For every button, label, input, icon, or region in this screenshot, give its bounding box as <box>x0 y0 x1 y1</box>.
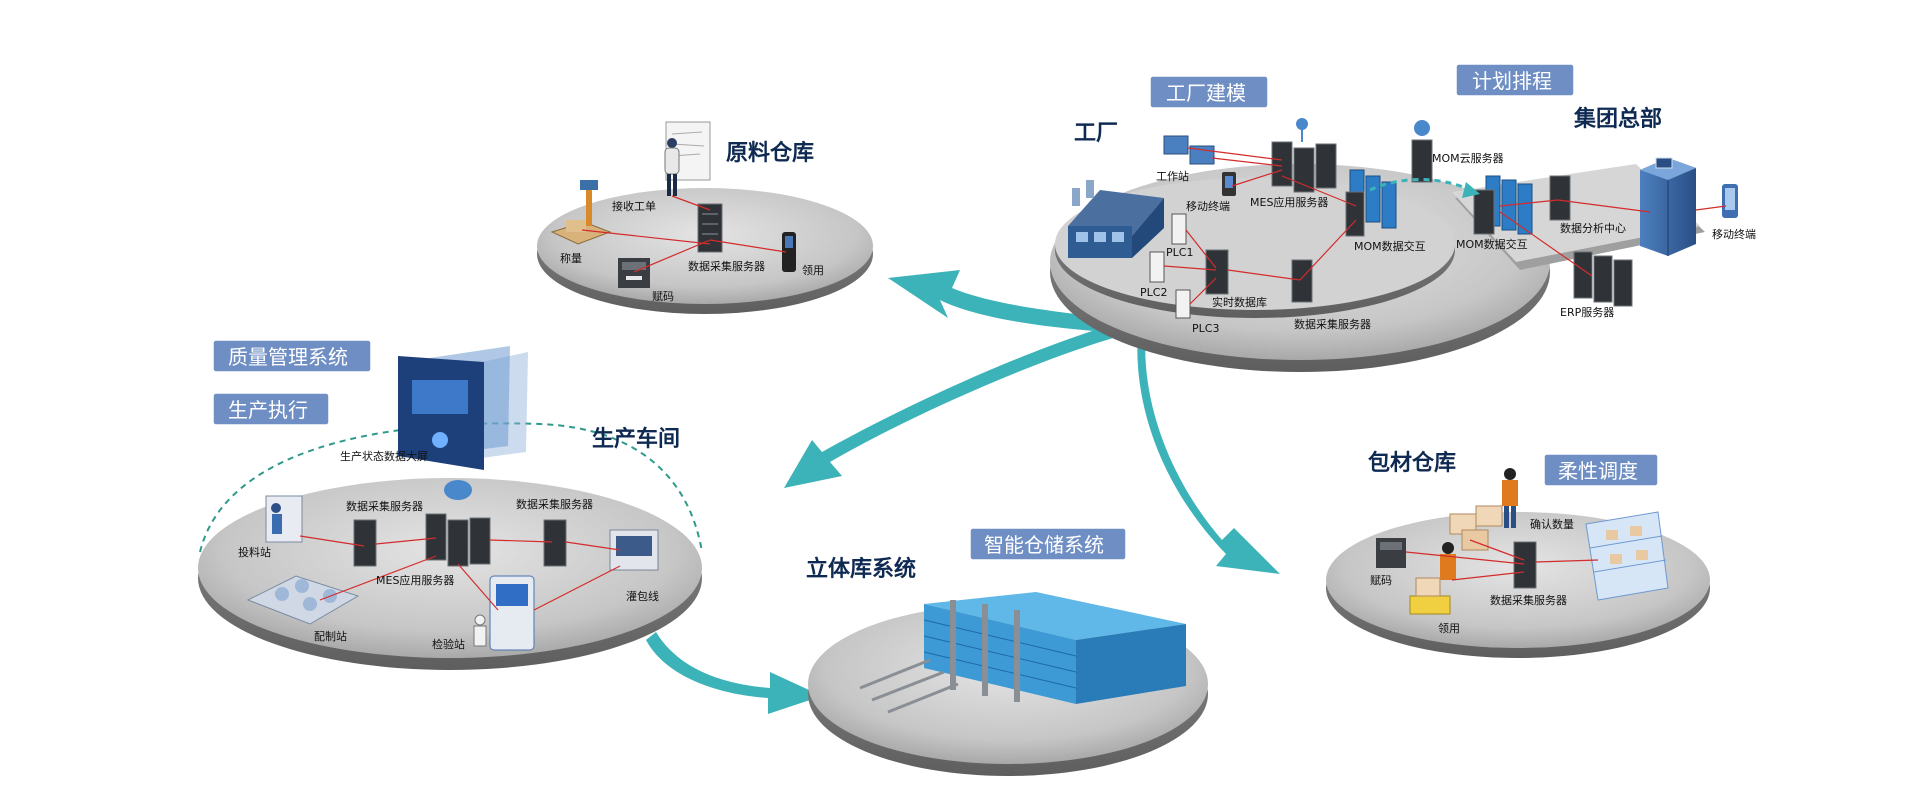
mobile-terminal-icon <box>1222 172 1236 196</box>
svg-text:工厂建模: 工厂建模 <box>1166 81 1246 105</box>
tag-planning: 计划排程 <box>1455 63 1575 97</box>
title-workshop: 生产车间 <box>592 426 680 452</box>
label-analytics: 数据分析中心 <box>1560 221 1626 235</box>
handheld-terminal-icon <box>782 232 796 272</box>
svg-text:智能仓储系统: 智能仓储系统 <box>984 533 1104 557</box>
packaging-warehouse-platform: 确认数量 赋码 数据采集服务器 领用 <box>1326 468 1710 658</box>
erp-server-icon <box>1573 251 1633 307</box>
pack-printer-icon <box>1376 538 1406 568</box>
svg-text:质量管理系统: 质量管理系统 <box>228 345 348 369</box>
hq-building-icon <box>1640 157 1696 256</box>
label-hq-mobile: 移动终端 <box>1712 227 1756 241</box>
label-dispensing: 配制站 <box>314 629 347 643</box>
analytics-server-icon <box>1549 175 1571 221</box>
arrow-to-raw-warehouse <box>888 270 1140 334</box>
title-group-hq: 集团总部 <box>1573 106 1662 132</box>
label-hq-mom-exchange: MOM数据交互 <box>1456 237 1528 251</box>
worker-icon <box>664 138 680 196</box>
title-raw-warehouse: 原料仓库 <box>726 140 814 166</box>
label-factory-data-server: 数据采集服务器 <box>1294 317 1371 331</box>
label-plc2: PLC2 <box>1140 286 1167 299</box>
arrow-to-packaging <box>1137 330 1280 574</box>
tag-smart-storage: 智能仓储系统 <box>969 527 1127 561</box>
hq-mom-exchange-racks-icon <box>1473 175 1533 235</box>
svg-text:柔性调度: 柔性调度 <box>1558 459 1638 483</box>
label-workshop-data-server-1: 数据采集服务器 <box>346 499 423 513</box>
workshop-data-server-1-icon <box>353 519 377 567</box>
shelf-rack-icon <box>1585 511 1669 601</box>
label-printer-icon <box>618 258 650 288</box>
pack-data-server-icon <box>1513 541 1537 589</box>
factory-data-server-icon <box>1291 259 1313 303</box>
label-confirm-qty: 确认数量 <box>1530 518 1574 531</box>
raw-warehouse-platform: 接收工单 称量 赋码 数据采集服务器 领用 <box>537 121 873 314</box>
svg-text:生产执行: 生产执行 <box>228 398 308 422</box>
cart-worker-icon <box>1409 542 1456 615</box>
label-mes-server: MES应用服务器 <box>1250 195 1328 209</box>
label-mobile-terminal: 移动终端 <box>1186 199 1230 213</box>
inspection-station-icon <box>473 575 535 651</box>
label-big-screen: 生产状态数据大屏 <box>340 449 428 463</box>
label-plc3: PLC3 <box>1192 322 1219 335</box>
tag-production-exec: 生产执行 <box>212 392 330 426</box>
tag-flex-dispatch: 柔性调度 <box>1543 453 1659 487</box>
label-pack-code: 赋码 <box>1370 574 1392 587</box>
tag-factory-modeling: 工厂建模 <box>1149 75 1269 109</box>
arrow-to-workshop <box>784 318 1142 488</box>
boxes-stack-icon <box>1449 505 1503 551</box>
factory-hq-platform: 工作站 移动终端 MES应用服务器 PLC1 PLC2 PLC3 实时数据库 M… <box>1050 118 1756 372</box>
big-screen-icon <box>398 346 528 470</box>
mes-server-cluster-icon <box>1271 118 1337 193</box>
label-pack-data-server: 数据采集服务器 <box>1490 593 1567 607</box>
tag-quality: 质量管理系统 <box>212 339 372 373</box>
arrow-workshop-to-stereo <box>646 632 822 714</box>
workshop-platform: 生产状态数据大屏 数据采集服务器 数据采集服务器 投料站 MES应用服务器 灌包… <box>198 346 703 670</box>
label-pack-pick: 领用 <box>1438 622 1460 635</box>
stereo-warehouse-platform <box>808 592 1208 776</box>
label-workstation: 工作站 <box>1156 169 1189 183</box>
scale-icon <box>550 180 612 245</box>
label-filling-line: 灌包线 <box>626 589 659 603</box>
title-factory: 工厂 <box>1074 121 1118 146</box>
realtime-db-server-icon <box>1205 249 1229 295</box>
title-stereo-warehouse: 立体库系统 <box>806 556 916 582</box>
asrs-rack-icon <box>859 592 1186 714</box>
label-realtime-db: 实时数据库 <box>1212 295 1267 309</box>
plc2-icon <box>1149 251 1165 283</box>
dispensing-station-icon <box>246 575 360 625</box>
plc1-icon <box>1171 213 1187 245</box>
plc3-icon <box>1175 289 1191 319</box>
workshop-data-server-2-icon <box>543 519 567 567</box>
mom-sync-arrow <box>1369 178 1471 192</box>
label-plc1: PLC1 <box>1166 246 1193 259</box>
workshop-dashed-dome <box>199 422 703 553</box>
label-mom-exchange: MOM数据交互 <box>1354 239 1426 253</box>
title-packaging-warehouse: 包材仓库 <box>1368 450 1456 476</box>
porter-worker-icon <box>1502 468 1518 528</box>
factory-building-icon <box>1068 180 1164 258</box>
feeding-station-icon <box>265 495 303 543</box>
label-inspection: 检验站 <box>432 637 465 651</box>
label-mom-cloud: MOM云服务器 <box>1432 152 1504 165</box>
mes-server-cluster-workshop-icon <box>425 480 491 567</box>
label-workshop-data-server-2: 数据采集服务器 <box>516 497 593 511</box>
label-code: 赋码 <box>652 290 674 303</box>
label-weigh: 称量 <box>560 251 582 265</box>
mom-cloud-server-icon <box>1411 120 1433 183</box>
label-pick: 领用 <box>802 264 824 277</box>
label-receive-order: 接收工单 <box>612 199 656 213</box>
svg-text:计划排程: 计划排程 <box>1472 69 1552 93</box>
label-erp: ERP服务器 <box>1560 306 1614 319</box>
label-data-server: 数据采集服务器 <box>688 259 765 273</box>
label-feeding: 投料站 <box>238 545 271 559</box>
hq-mobile-icon <box>1722 184 1738 218</box>
data-server-icon <box>697 203 723 253</box>
label-workshop-mes: MES应用服务器 <box>376 573 454 587</box>
